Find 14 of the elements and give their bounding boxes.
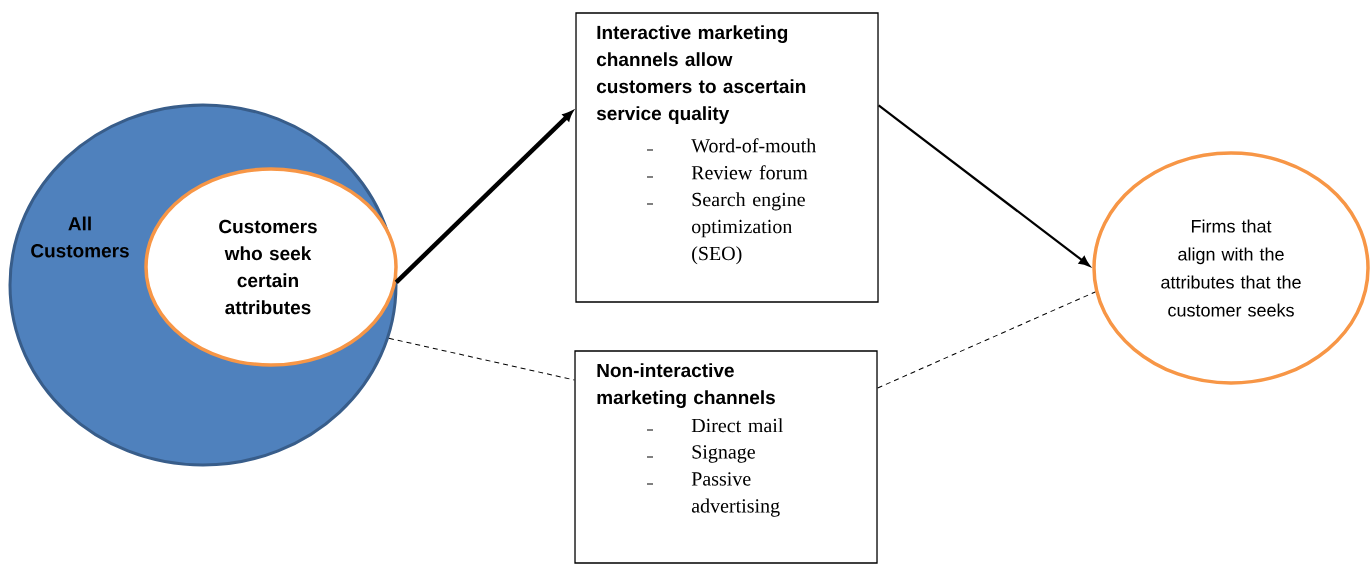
list-item: Search engine optimization (SEO) [692, 192, 805, 265]
list-item: Signage [692, 445, 755, 463]
dashed-line [388, 337, 575, 381]
arrow [878, 104, 1090, 267]
text-box [575, 12, 879, 303]
text-box [574, 350, 878, 564]
heading: Non-interactive marketing channels [597, 363, 775, 408]
list-item: Word-of-mouth [691, 138, 816, 153]
dashed-line [877, 291, 1096, 389]
list-item: Direct mail [691, 418, 783, 433]
list-item: Review forum [691, 165, 808, 180]
arrow [394, 110, 573, 284]
heading: Interactive marketing channels allow customers to ascertain service quality [596, 25, 806, 124]
list-item: Passive advertising [691, 472, 780, 517]
